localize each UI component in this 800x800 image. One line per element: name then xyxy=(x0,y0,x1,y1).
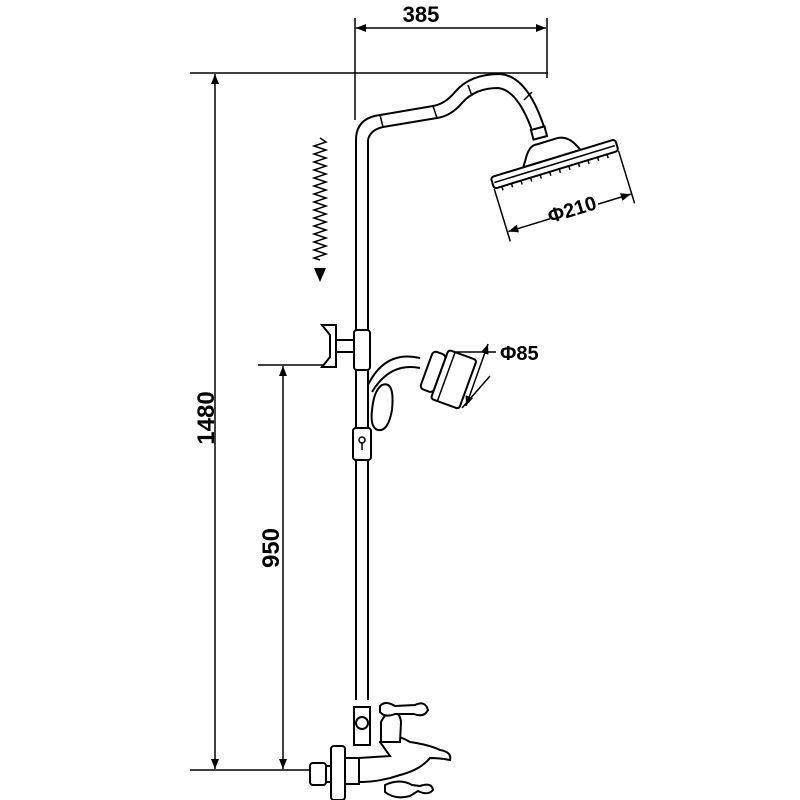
hand-shower-diameter-label: Φ85 xyxy=(500,343,539,365)
overhead-shower-head xyxy=(490,136,636,242)
wall-bracket xyxy=(319,324,357,368)
head-diameter-label: Φ210 xyxy=(545,192,599,228)
pipe-coupling xyxy=(353,706,371,746)
hand-shower-slider xyxy=(353,329,371,371)
bath-mixer xyxy=(309,702,452,800)
bracket-height-label: 950 xyxy=(258,528,285,568)
riser-pipe xyxy=(355,72,549,700)
width-label: 385 xyxy=(403,2,440,27)
hand-shower-holder xyxy=(352,427,372,461)
flow-direction-arrow xyxy=(311,137,329,282)
bracket-height-dimension: 950 xyxy=(258,364,335,769)
total-height-dimension: 1480 xyxy=(190,72,548,771)
width-dimension: 385 xyxy=(354,2,548,120)
total-height-label: 1480 xyxy=(193,391,220,444)
hand-shower: Φ85 xyxy=(367,343,539,432)
